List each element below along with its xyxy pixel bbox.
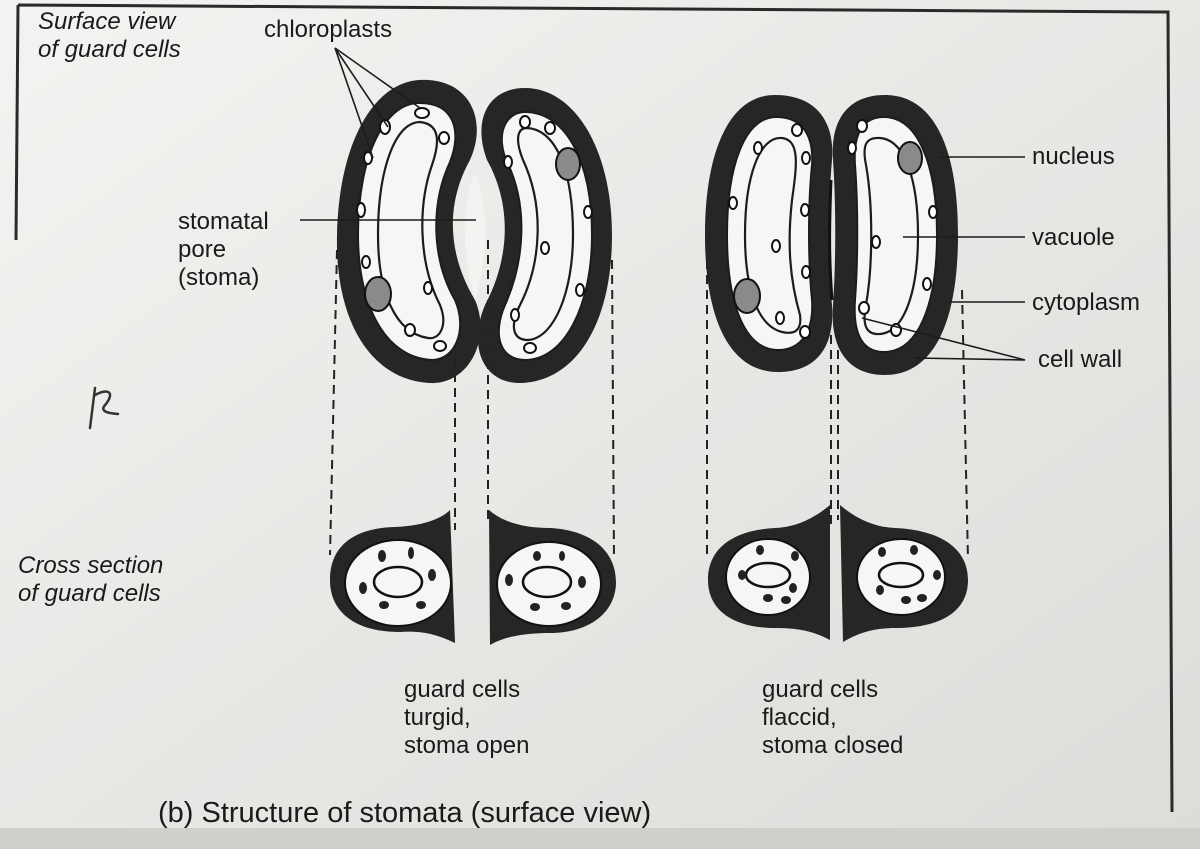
figure-caption: (b) Structure of stomata (surface view): [158, 797, 652, 829]
open-stoma-cross-section: [330, 510, 616, 645]
figure-frame: [14, 3, 1174, 813]
cytoplasm-label: cytoplasm: [1032, 289, 1141, 316]
open-left-vacuole: [376, 120, 445, 340]
closed-left-nucleus: [733, 278, 761, 314]
closed-stoma-surface-view: [705, 95, 958, 375]
open-left-chloroplasts: [356, 107, 450, 352]
leader-lines: [300, 47, 1026, 361]
chloroplasts-label: chloroplasts: [264, 16, 393, 43]
surface-view-label: Surface view of guard cells: [38, 8, 181, 63]
closed-right-nucleus: [897, 141, 923, 175]
open-right-guard-cell: [477, 88, 612, 383]
handwritten-mark: [88, 386, 120, 430]
stomatal-pore-label: stomatal pore (stoma): [178, 208, 269, 291]
open-stomatal-pore: [464, 175, 486, 300]
bottom-edge-shadow: [0, 828, 1200, 849]
cross-section-label: Cross section of guard cells: [18, 552, 164, 607]
closed-left-guard-cell: [705, 95, 833, 372]
cell-wall-label: cell wall: [1038, 346, 1123, 373]
nucleus-label: nucleus: [1032, 143, 1115, 170]
open-left-nucleus: [364, 276, 392, 312]
vacuole-label: vacuole: [1032, 224, 1115, 251]
open-stoma-surface-view: [336, 79, 612, 384]
open-right-vacuole: [512, 126, 575, 342]
open-stoma-caption: guard cells turgid, stoma open: [404, 676, 530, 759]
closed-stomatal-pore: [828, 179, 834, 301]
closed-left-vacuole: [743, 136, 802, 334]
open-right-nucleus: [555, 147, 581, 181]
closed-right-guard-cell: [832, 95, 958, 375]
open-right-chloroplasts: [503, 115, 593, 354]
closed-stoma-cross-section: [708, 505, 968, 642]
projection-lines: [329, 240, 969, 561]
closed-right-vacuole: [863, 136, 920, 336]
closed-stoma-caption: guard cells flaccid, stoma closed: [762, 676, 904, 759]
closed-left-chloroplasts: [728, 123, 811, 339]
